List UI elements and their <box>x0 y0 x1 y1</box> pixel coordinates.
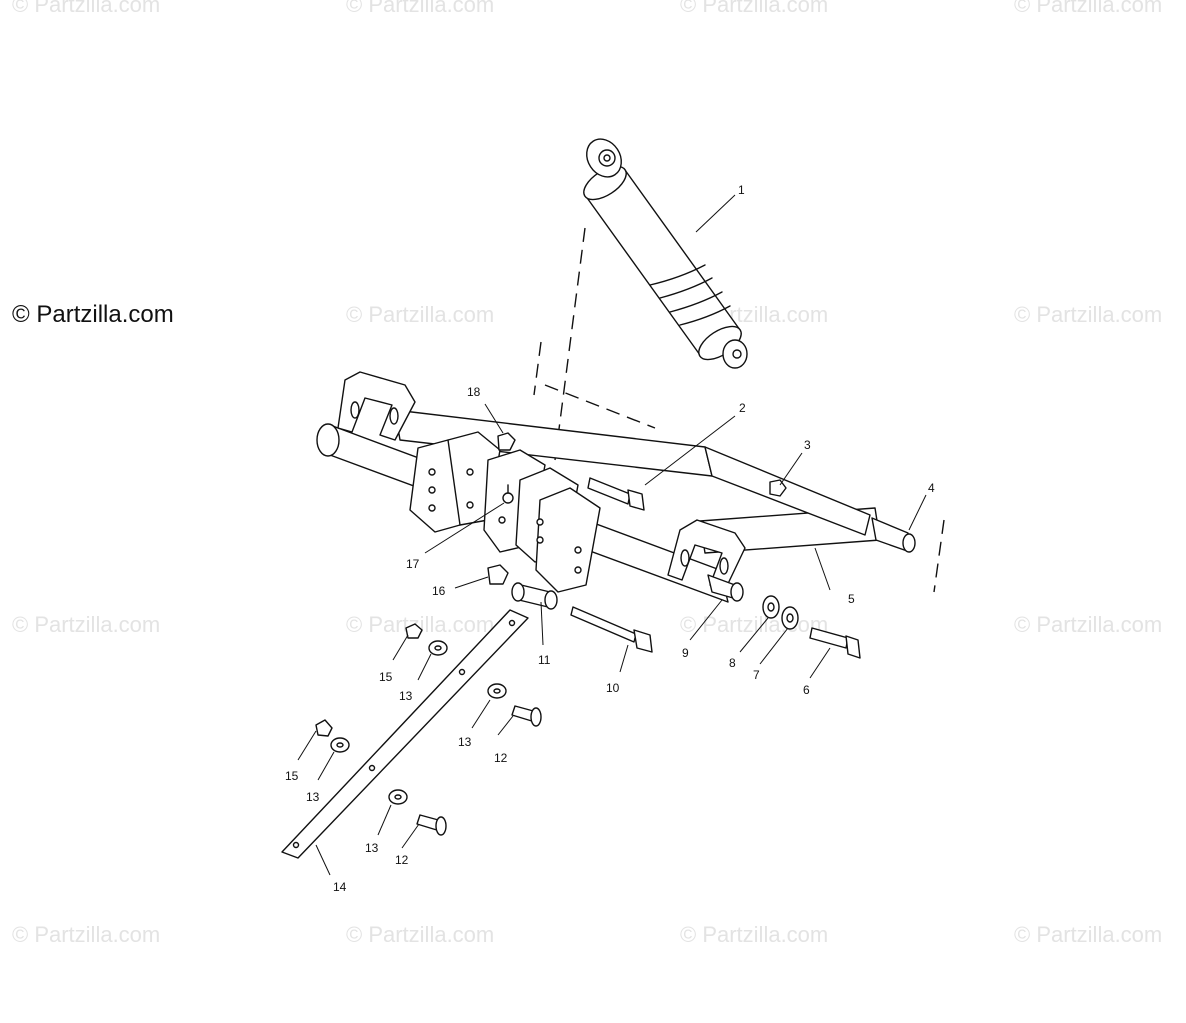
callout-2: 2 <box>739 401 746 415</box>
callout-13: 13 <box>365 841 379 855</box>
callout-15: 15 <box>285 769 299 783</box>
watermark: © Partzilla.com <box>1014 0 1163 17</box>
copyright-credit: © Partzilla.com <box>12 301 174 328</box>
watermark: © Partzilla.com <box>12 0 161 17</box>
callout-9: 9 <box>682 646 689 660</box>
callout-17: 17 <box>406 557 420 571</box>
callout-13: 13 <box>399 689 413 703</box>
watermark: © Partzilla.com <box>680 922 829 947</box>
watermark: © Partzilla.com <box>346 302 495 327</box>
leader-lines <box>297 194 927 876</box>
callout-3: 3 <box>804 438 811 452</box>
watermark: © Partzilla.com <box>1014 302 1163 327</box>
callout-13: 13 <box>458 735 472 749</box>
callout-16: 16 <box>432 584 446 598</box>
alignment-lines <box>533 227 945 593</box>
callout-4: 4 <box>928 481 935 495</box>
callout-6: 6 <box>803 683 810 697</box>
callout-12: 12 <box>494 751 508 765</box>
watermark: © Partzilla.com <box>346 0 495 17</box>
callout-12: 12 <box>395 853 409 867</box>
callout-14: 14 <box>333 880 347 894</box>
watermark: © Partzilla.com <box>12 922 161 947</box>
watermark: © Partzilla.com <box>1014 922 1163 947</box>
callout-8: 8 <box>729 656 736 670</box>
watermark: © Partzilla.com <box>680 0 829 17</box>
callout-18: 18 <box>467 385 481 399</box>
callout-7: 7 <box>753 668 760 682</box>
callout-5: 5 <box>848 592 855 606</box>
hardware <box>281 432 861 859</box>
callout-labels: 1 2 3 4 5 6 7 8 9 10 11 12 12 13 13 13 1… <box>285 183 935 894</box>
callout-11: 11 <box>538 653 551 667</box>
watermark: © Partzilla.com <box>680 612 829 637</box>
callout-13: 13 <box>306 790 320 804</box>
watermark: © Partzilla.com <box>12 612 161 637</box>
shock-absorber <box>583 138 748 369</box>
callout-15: 15 <box>379 670 393 684</box>
watermark: © Partzilla.com <box>1014 612 1163 637</box>
callout-10: 10 <box>606 681 620 695</box>
mounting-plates <box>409 431 601 593</box>
callout-1: 1 <box>738 183 745 197</box>
watermark: © Partzilla.com <box>346 922 495 947</box>
